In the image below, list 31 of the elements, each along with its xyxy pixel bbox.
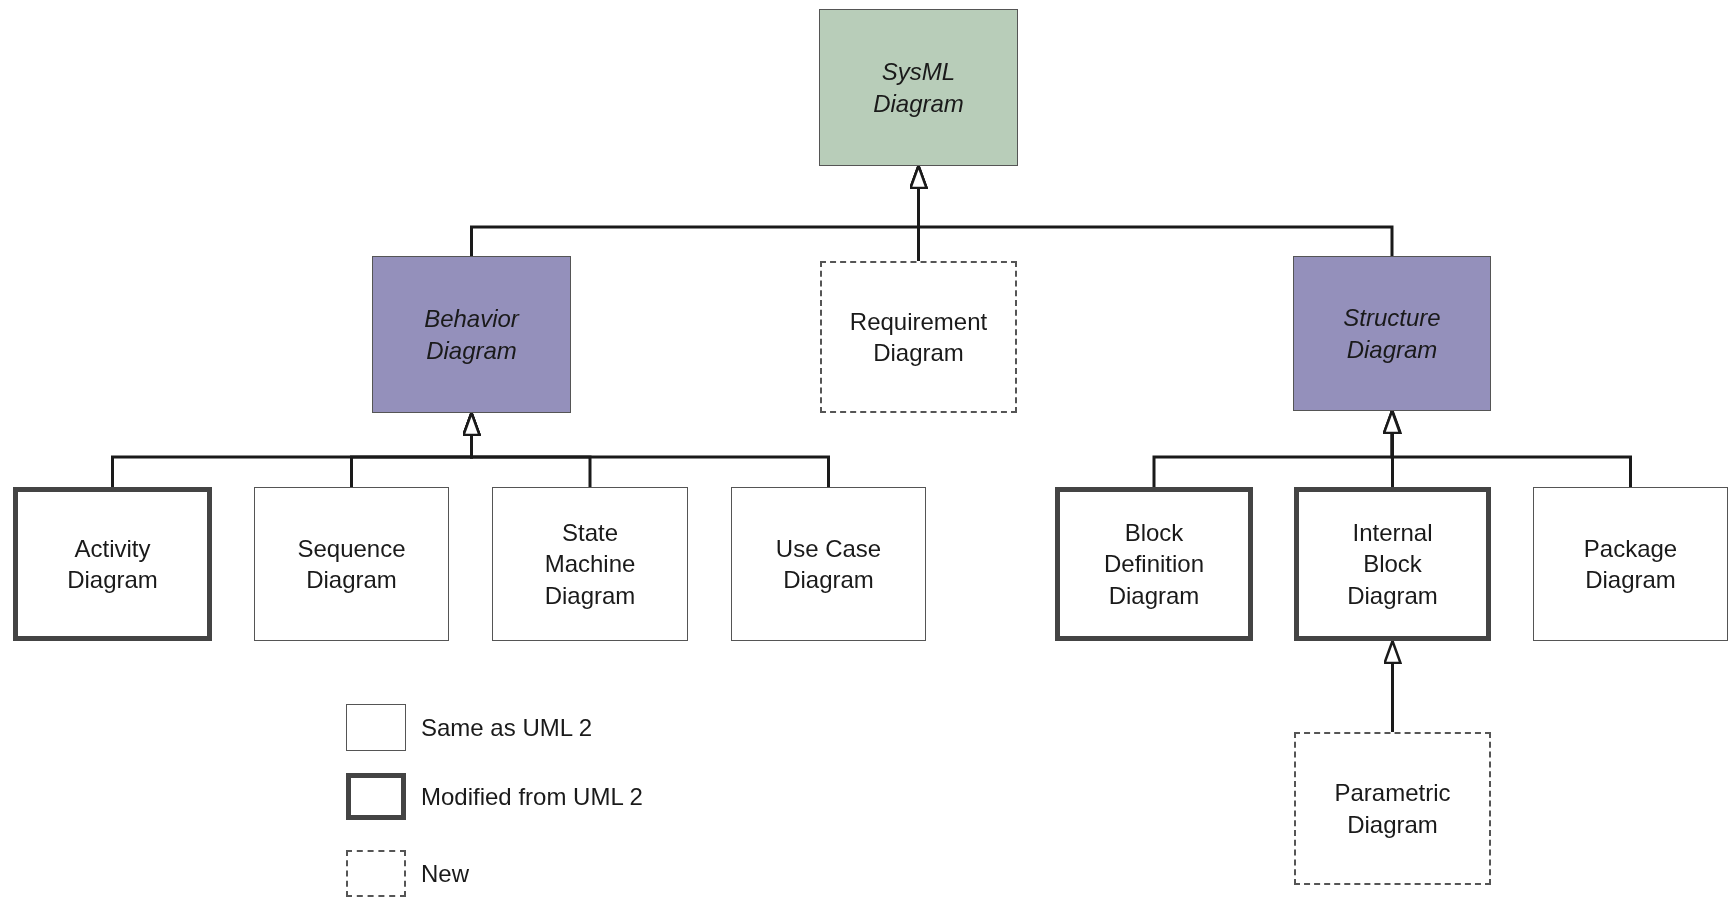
generalization-arrow — [909, 164, 1394, 256]
box-label: Package Diagram — [1582, 533, 1679, 595]
generalization-arrow — [1383, 639, 1402, 732]
diagram-box — [1055, 487, 1253, 641]
diagram-box — [492, 487, 688, 641]
box-label: Behavior Diagram — [423, 304, 521, 366]
diagram-box — [819, 9, 1018, 166]
box-label: Internal Block Diagram — [1346, 518, 1439, 611]
box-label: State Machine Diagram — [543, 518, 637, 611]
diagram-box — [1294, 487, 1491, 641]
box-label: Parametric Diagram — [1333, 778, 1452, 840]
legend-text: Modified from UML 2 — [421, 783, 643, 811]
box-label: Requirement Diagram — [848, 306, 989, 368]
diagram-box — [372, 256, 571, 413]
box-label: SysML Diagram — [872, 57, 965, 119]
box-label: Structure Diagram — [1342, 303, 1442, 365]
diagram-box — [13, 487, 212, 641]
box-label: Block Definition Diagram — [1102, 518, 1206, 611]
diagram-box — [1294, 732, 1491, 885]
legend-text: Same as UML 2 — [421, 714, 593, 742]
diagram-box — [820, 261, 1017, 413]
box-label: Sequence Diagram — [296, 533, 407, 595]
legend-text: New — [421, 860, 469, 888]
diagram-box — [1293, 256, 1491, 411]
box-label: Activity Diagram — [66, 533, 159, 595]
diagram-box — [1533, 487, 1728, 641]
diagram-box — [731, 487, 926, 641]
generalization-arrow — [1382, 409, 1632, 487]
diagram-box — [254, 487, 449, 641]
box-label: Use Case Diagram — [774, 533, 883, 595]
generalization-arrow — [462, 411, 830, 487]
